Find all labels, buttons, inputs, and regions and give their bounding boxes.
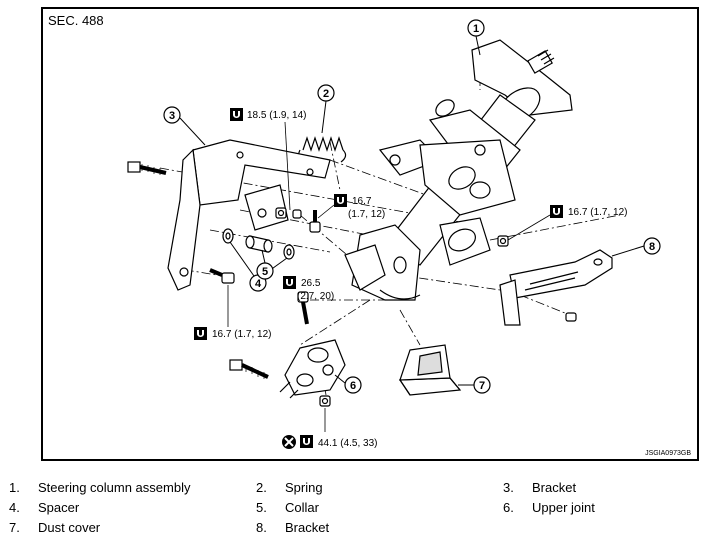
- torque-icon: [283, 276, 296, 289]
- exploded-view-diagram: SEC. 488: [41, 7, 699, 461]
- callouts: 1 2 3 4 5 6 7 8: [163, 19, 661, 394]
- legend-name: Dust cover: [38, 520, 101, 535]
- legend-number: 5.: [256, 500, 267, 515]
- bolts: [127, 161, 577, 407]
- legend-name: Bracket: [532, 480, 577, 495]
- torque-2-value: 16.7: [352, 196, 372, 207]
- legend-number: 6.: [503, 500, 514, 515]
- legend-name: Spring: [285, 480, 323, 495]
- callout-8: 8: [649, 241, 655, 253]
- legend-row: 1. Steering column assembly 2. Spring 3.…: [0, 480, 717, 500]
- legend-row: 7. Dust cover 8. Bracket: [0, 520, 717, 540]
- steering-column-assembly: [344, 39, 573, 301]
- callout-1: 1: [473, 23, 479, 35]
- torque-specs: 18.5 (1.9, 14) 16.7 (1.7, 12) 16.7 (1.7,…: [194, 108, 627, 449]
- torque-icon: [334, 194, 347, 207]
- legend-number: 7.: [9, 520, 20, 535]
- torque-4-units: (2.7, 20): [297, 291, 334, 302]
- spacers-and-collar: [222, 207, 302, 260]
- torque-4-value: 26.5: [301, 278, 321, 289]
- torque-icon: [194, 327, 207, 340]
- torque-icon: [550, 205, 563, 218]
- callout-7: 7: [479, 380, 485, 392]
- torque-1: 18.5 (1.9, 14): [247, 110, 306, 121]
- legend-name: Steering column assembly: [38, 480, 191, 495]
- legend-number: 8.: [256, 520, 267, 535]
- torque-icon: [230, 108, 243, 121]
- torque-3: 16.7 (1.7, 12): [568, 207, 627, 218]
- callout-3: 3: [169, 110, 175, 122]
- diagram-border: [41, 7, 699, 461]
- torque-5: 16.7 (1.7, 12): [212, 329, 271, 340]
- bracket-3: [167, 139, 331, 291]
- legend-row: 4. Spacer 5. Collar 6. Upper joint: [0, 500, 717, 520]
- diagram-frame: SEC. 488: [41, 7, 699, 461]
- callout-4: 4: [255, 278, 262, 290]
- bracket-8: [499, 249, 613, 326]
- parts-legend: 1. Steering column assembly 2. Spring 3.…: [0, 476, 717, 538]
- torque-2-units: (1.7, 12): [348, 209, 385, 220]
- legend-name: Collar: [285, 500, 319, 515]
- callout-2: 2: [323, 88, 329, 100]
- legend-number: 3.: [503, 480, 514, 495]
- torque-icon: [300, 435, 313, 448]
- upper-joint: [279, 339, 346, 399]
- legend-number: 4.: [9, 500, 20, 515]
- bolt-head: [127, 161, 141, 173]
- callout-5: 5: [262, 266, 268, 278]
- section-label: SEC. 488: [48, 13, 104, 28]
- legend-number: 1.: [9, 480, 20, 495]
- legend-number: 2.: [256, 480, 267, 495]
- dust-cover: [398, 344, 462, 396]
- torque-6: 44.1 (4.5, 33): [318, 438, 377, 449]
- callout-6: 6: [350, 380, 356, 392]
- figure-code: JSGIA0973GB: [645, 450, 691, 457]
- legend-name: Bracket: [285, 520, 330, 535]
- legend-name: Spacer: [38, 500, 80, 515]
- legend-name: Upper joint: [532, 500, 595, 515]
